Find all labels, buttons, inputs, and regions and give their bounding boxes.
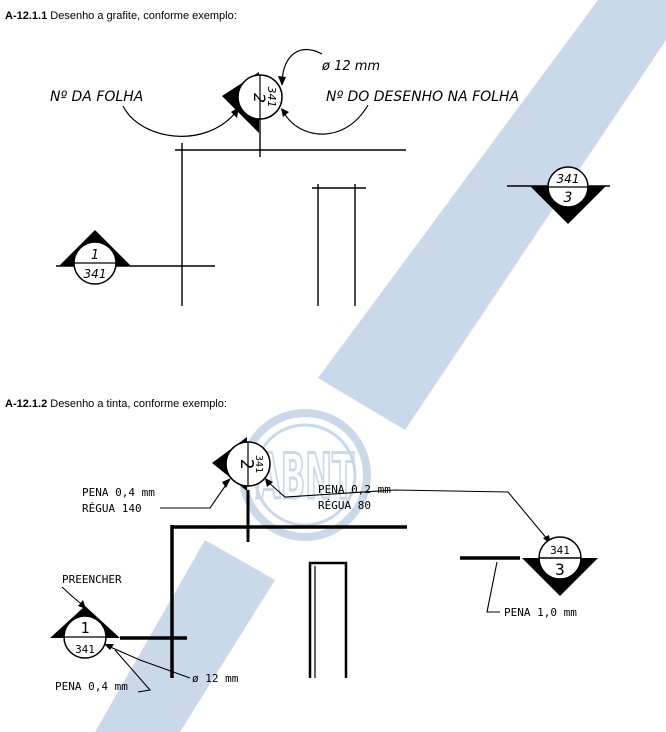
s1-diameter-arc [281, 48, 323, 83]
s2-pen-right-bottom-leader [486, 561, 500, 613]
s1-left-sheet-number: 341 [84, 267, 107, 281]
s1-diameter-label: ø 12 mm [321, 59, 380, 74]
s1-main-sheet-number: 341 [265, 87, 278, 108]
s2-left-sheet-number: 341 [75, 643, 95, 656]
s2-left-symbol: 1 341 [50, 606, 120, 659]
s2-right-symbol: 341 3 [522, 536, 598, 596]
s2-fill-arrowhead [78, 600, 86, 609]
s1-callout-left-arc [122, 105, 237, 137]
watermark-stripe-lower [95, 540, 275, 732]
s1-left-drawing-number: 1 [91, 248, 99, 263]
s2-pen-bottom-label: PENA 0,4 mm [55, 680, 128, 693]
abnt-seal-text: ABNT [256, 440, 354, 513]
watermark-stripe-upper [318, 0, 666, 430]
s1-right-sheet-number: 341 [557, 172, 580, 186]
section2-caption-text: Desenho a tinta, conforme exemplo: [50, 398, 227, 410]
s2-pen-right-bottom-label: PENA 1,0 mm [504, 606, 577, 619]
s2-leader-pen-right [267, 481, 549, 541]
s2-pen-left-line1: PENA 0,4 mm [82, 486, 155, 499]
s2-fill-label: PREENCHER [62, 573, 122, 586]
s1-callout-drawing-number: Nº DO DESENHO NA FOLHA [326, 89, 519, 105]
section1-number: A-12.1.1 [5, 10, 48, 22]
s2-main-sheet-number: 341 [253, 455, 264, 473]
section2-caption: A-12.1.2 Desenho a tinta, conforme exemp… [5, 398, 227, 410]
section1-caption: A-12.1.1 Desenho a grafite, conforme exe… [5, 10, 237, 22]
s2-column [308, 561, 348, 678]
s1-callout-left-arrowhead [231, 107, 239, 118]
s1-main-symbol: 2 341 [222, 72, 283, 133]
s2-leader-left-arrowhead [222, 478, 231, 488]
s2-diameter-label: ø 12 mm [192, 672, 239, 685]
s1-right-drawing-number: 3 [564, 190, 573, 206]
s2-diameter-arrowhead [104, 644, 114, 650]
s2-main-symbol: 2 341 [212, 437, 271, 491]
s1-callout-right-arc [283, 104, 369, 135]
section1-caption-text: Desenho a grafite, conforme exemplo: [50, 10, 237, 22]
s2-diameter-leader [107, 645, 191, 679]
s2-right-drawing-number: 3 [555, 560, 565, 579]
s1-diameter-arrowhead [278, 76, 286, 86]
s2-left-drawing-number: 1 [80, 619, 89, 637]
section2-number: A-12.1.2 [5, 398, 48, 410]
s1-main-drawing-number: 2 [250, 93, 269, 103]
s2-right-sheet-number: 341 [550, 544, 570, 557]
s2-pen-right-line2: RÉGUA 80 [318, 499, 371, 512]
s2-main-drawing-number: 2 [236, 459, 257, 470]
s2-leader-right-arrowhead [265, 478, 273, 487]
s1-right-symbol: 341 3 [530, 166, 606, 224]
s1-callout-sheet-number: Nº DA FOLHA [50, 89, 143, 105]
s1-callout-right-arrowhead [281, 108, 289, 117]
s2-pen-left-line2: RÉGUA 140 [82, 502, 142, 515]
s2-leader-pen-left [160, 481, 229, 509]
s1-left-symbol: 1 341 [59, 230, 131, 285]
s2-pen-right-line1: PENA 0,2 mm [318, 483, 391, 496]
s2-pen-bottom-leader [114, 649, 152, 693]
